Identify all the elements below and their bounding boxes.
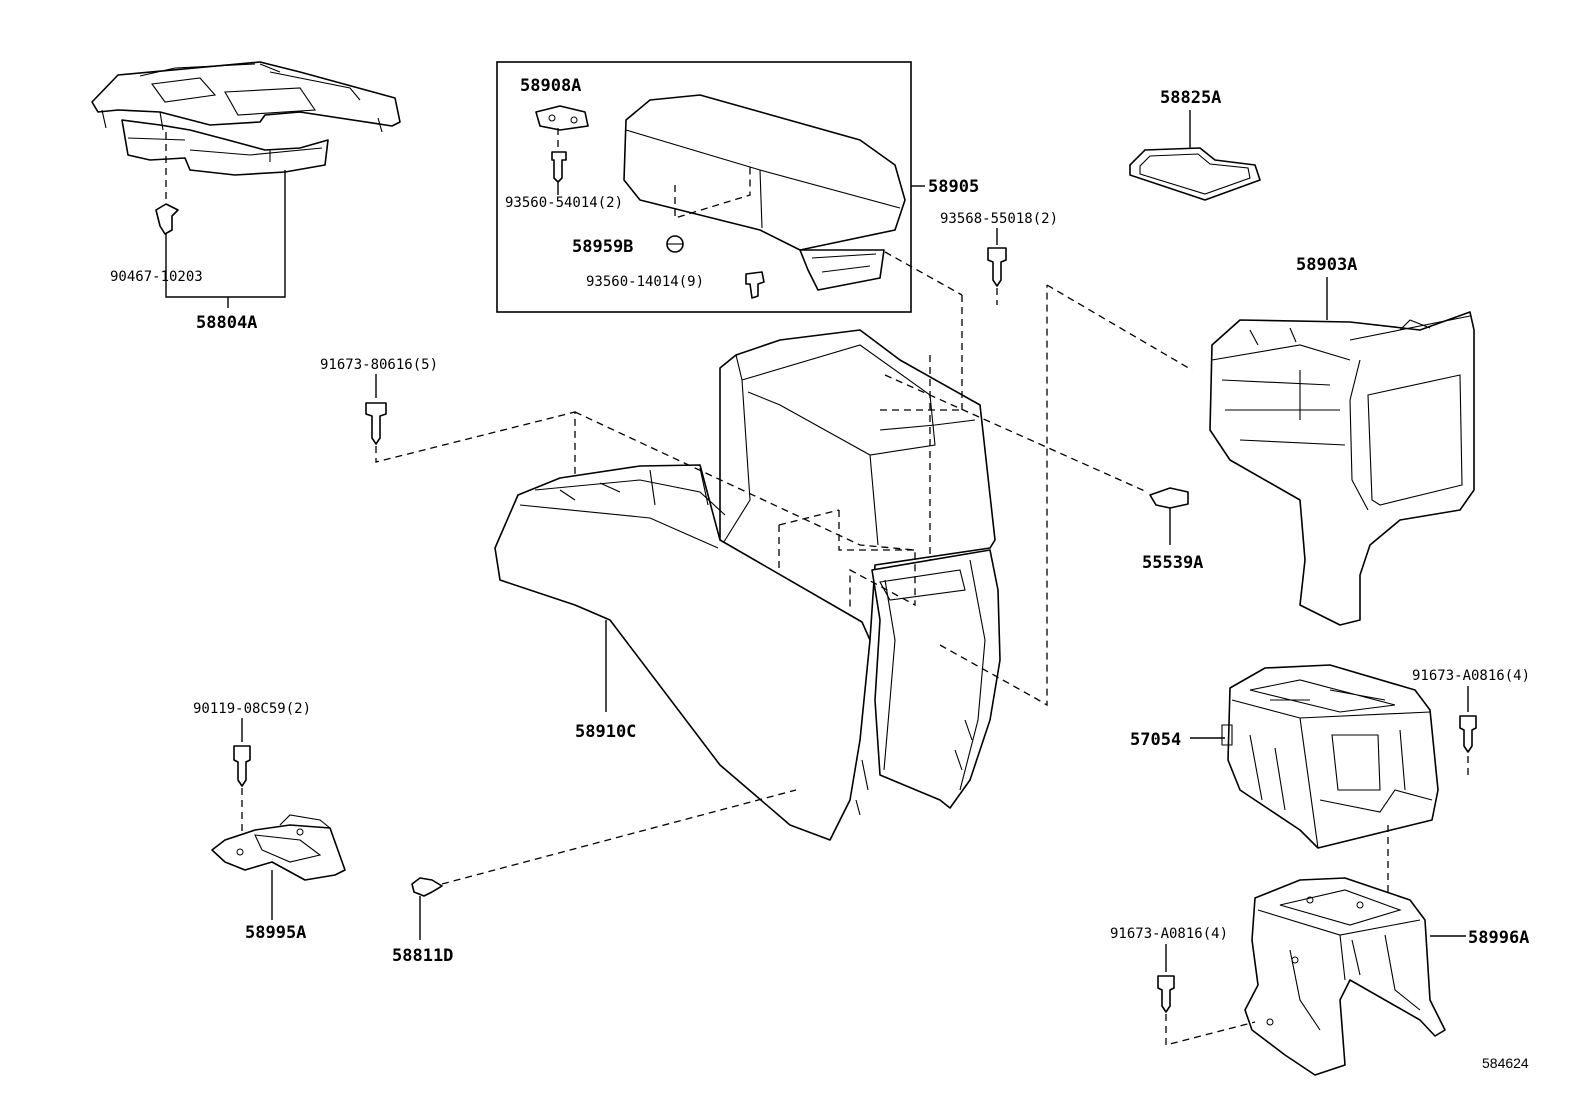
- label-58996A: 58996A: [1468, 928, 1529, 948]
- screw-91673-A0816-top: [1459, 715, 1477, 753]
- dash-line: [884, 251, 1193, 371]
- dash-line: [1165, 1014, 1256, 1046]
- screw-93560-14014: [745, 271, 765, 299]
- front-panel-58903A: [1209, 311, 1475, 626]
- assembly-box-58905: [496, 61, 912, 313]
- label-58825A: 58825A: [1160, 88, 1221, 108]
- label-90467-10203: 90467-10203: [110, 269, 203, 285]
- screw-93568-55018: [987, 247, 1007, 287]
- label-90119-08C59: 90119-08C59(2): [193, 701, 311, 717]
- label-93568-55018: 93568-55018(2): [940, 211, 1058, 227]
- dash-line: [884, 285, 1148, 707]
- bracket-58996A: [1244, 877, 1446, 1076]
- mat-58825A: [1129, 147, 1261, 201]
- clip-90467-10203: [155, 203, 179, 235]
- console-body-58910C: [494, 329, 1001, 841]
- nut-58959B: [666, 235, 684, 253]
- cup-holder-58804A: [91, 61, 401, 176]
- label-57054: 57054: [1130, 730, 1181, 750]
- label-58905: 58905: [928, 177, 979, 197]
- label-58908A: 58908A: [520, 76, 581, 96]
- label-93560-14014: 93560-14014(9): [586, 274, 704, 290]
- label-91673-A0816-top: 91673-A0816(4): [1412, 668, 1530, 684]
- screw-91673-80616: [365, 402, 387, 445]
- dash-line: [441, 789, 797, 885]
- bolt-90119-08C59: [233, 745, 251, 787]
- screw-91673-A0816-bottom: [1157, 975, 1175, 1013]
- armrest-lid-58905: [623, 94, 906, 291]
- clip-58811D: [411, 877, 443, 897]
- label-93560-54014: 93560-54014(2): [505, 195, 623, 211]
- screw-93560-54014: [551, 151, 567, 183]
- dash-line: [574, 295, 963, 610]
- diagram-id: 584624: [1482, 1055, 1529, 1071]
- box-57054: [1221, 664, 1439, 849]
- label-58811D: 58811D: [392, 946, 453, 966]
- label-58910C: 58910C: [575, 722, 636, 742]
- label-91673-A0816-bottom: 91673-A0816(4): [1110, 926, 1228, 942]
- label-58804A: 58804A: [196, 313, 257, 333]
- dash-line: [674, 162, 751, 219]
- leader-line: [165, 170, 286, 298]
- label-58959B: 58959B: [572, 237, 633, 257]
- label-58995A: 58995A: [245, 923, 306, 943]
- label-91673-80616: 91673-80616(5): [320, 357, 438, 373]
- cap-55539A: [1149, 487, 1189, 509]
- hinge-58908A: [535, 105, 589, 131]
- label-58903A: 58903A: [1296, 255, 1357, 275]
- label-55539A: 55539A: [1142, 553, 1203, 573]
- bracket-58995A: [211, 814, 346, 881]
